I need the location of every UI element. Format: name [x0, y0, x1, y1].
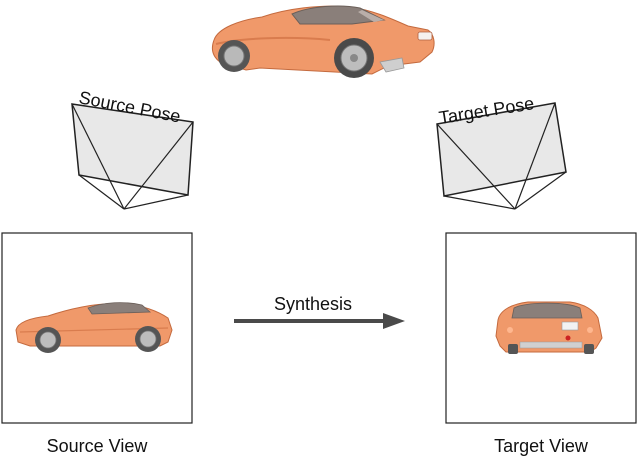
source-pose-frustum: [71, 103, 194, 210]
target-pose-frustum: [436, 102, 567, 210]
synthesis-label: Synthesis: [274, 294, 352, 314]
source-view-car-image: [15, 302, 173, 353]
synthesis-arrow: [234, 313, 405, 329]
source-view-label: Source View: [47, 436, 149, 456]
target-view-label: Target View: [494, 436, 589, 456]
top-car-image: [211, 5, 435, 78]
target-view-car-image: [495, 301, 603, 354]
